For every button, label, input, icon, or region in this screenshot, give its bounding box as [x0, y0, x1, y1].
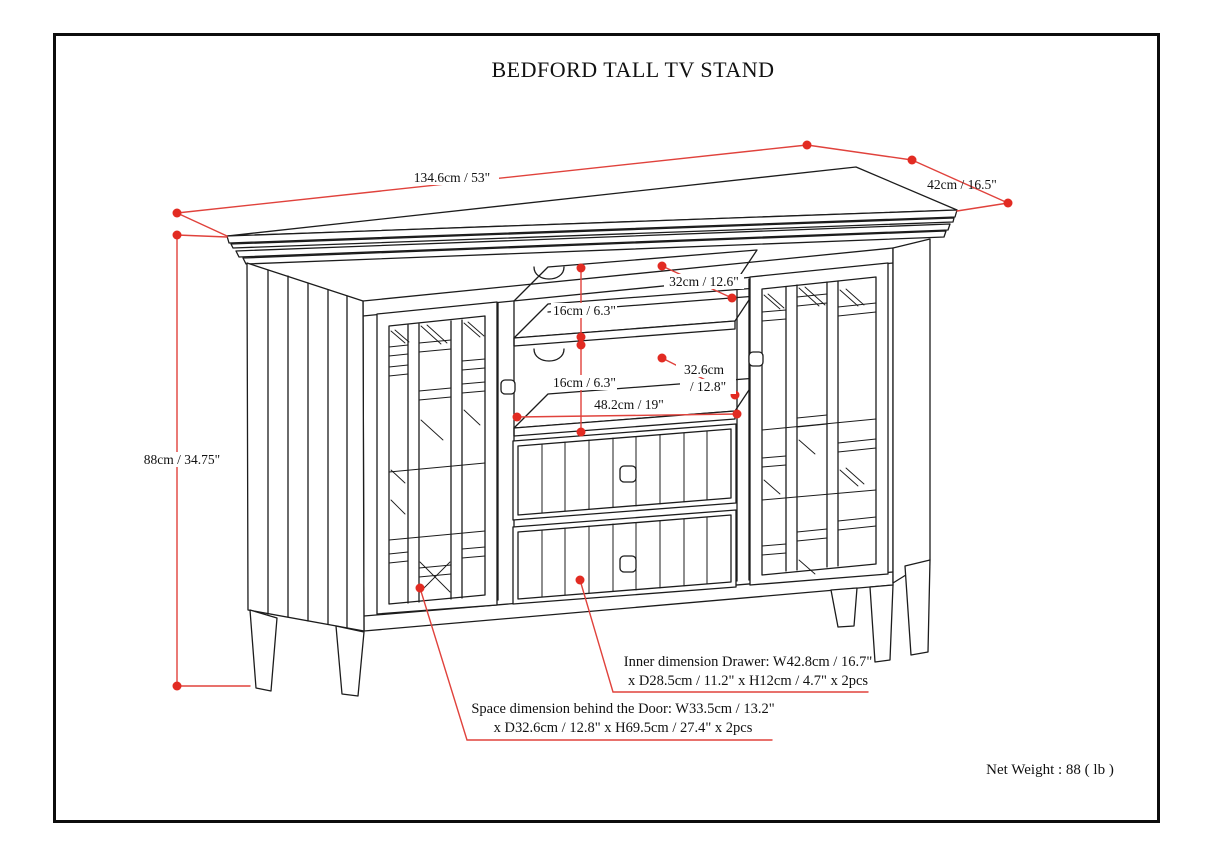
right-end-panel [892, 238, 931, 584]
drawer-upper [512, 423, 737, 521]
dimension-dots [172, 140, 1013, 691]
right-glass-door [749, 262, 889, 586]
front-right-leg [869, 584, 894, 663]
net-weight-label: Net Weight : 88 ( lb ) [986, 762, 1114, 778]
top-opening-height-label: 16cm / 6.3" [551, 303, 617, 318]
drawer-annotation-line1: Inner dimension Drawer: W42.8cm / 16.7" [623, 654, 873, 670]
drawer-lower [512, 509, 737, 605]
drawer-knob [619, 465, 637, 483]
door-knob-left [500, 379, 516, 395]
left-glass-door [376, 301, 498, 615]
door-annotation: Space dimension behind the Door: W33.5cm… [448, 700, 798, 738]
glass-glints [390, 321, 485, 593]
page-border [53, 33, 1160, 823]
legs [249, 559, 931, 697]
middle-shelf-depth-label-line2: / 12.8" [680, 379, 736, 394]
page-title: BEDFORD TALL TV STAND [491, 57, 775, 82]
back-right-leg [904, 559, 931, 656]
opening-width-line [516, 413, 738, 418]
middle-opening-height-label: 16cm / 6.3" [551, 375, 617, 390]
door-annotation-line1: Space dimension behind the Door: W33.5cm… [471, 701, 775, 717]
opening-width-label: 48.2cm / 19" [588, 397, 670, 412]
door-knob-right [748, 351, 764, 367]
drawer-annotation: Inner dimension Drawer: W42.8cm / 16.7" … [598, 653, 898, 691]
overall-height-label: 88cm / 34.75" [136, 452, 228, 467]
overall-width-label: 134.6cm / 53" [405, 170, 499, 185]
cable-hole-middle [533, 348, 565, 362]
center-foot [830, 587, 858, 628]
left-side-panel [246, 262, 365, 632]
front-left-leg [335, 625, 365, 697]
top-opening-depth-label: 32cm / 12.6" [664, 274, 744, 289]
back-left-leg [249, 609, 278, 692]
door-leader-line [419, 587, 773, 741]
tabletop [226, 166, 958, 265]
depth-dimension-line [911, 159, 1009, 204]
drawer-leader-line [579, 579, 869, 693]
cable-hole-top [533, 266, 565, 280]
overall-depth-label: 42cm / 16.5" [927, 177, 997, 192]
door-annotation-line2: x D32.6cm / 12.8" x H69.5cm / 27.4" x 2p… [493, 720, 753, 736]
glass-glints [763, 286, 865, 575]
drawer-annotation-line2: x D28.5cm / 11.2" x H12cm / 4.7" x 2pcs [627, 673, 869, 689]
drawer-knob [619, 555, 637, 573]
middle-shelf-depth-label-line1: 32.6cm [676, 362, 732, 377]
